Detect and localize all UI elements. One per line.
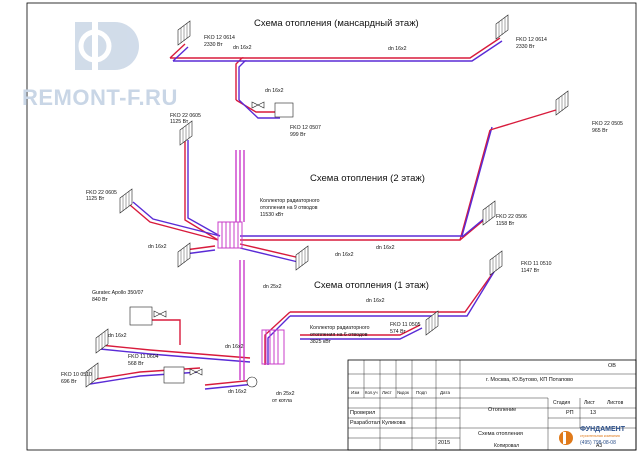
floor1-scheme-title: Схема отопления (1 этаж) [314,280,429,291]
sheet-value: 13 [590,410,597,416]
pipe-label: dn 16x2 [388,46,407,52]
brand-name: ФУНДАМЕНТ [580,426,625,433]
collector-floor2-line1: Коллектор радиаторного [260,198,320,204]
pipe-label: dn 16x2 [148,244,167,250]
title-block [347,359,637,451]
radiator-icon [177,242,191,268]
brand-subtitle: строительная компания [580,434,620,438]
radiator-power: 1125 Вт [86,196,105,202]
radiator-model: FKO 22 0505 [592,121,623,127]
attic-pipes [169,37,503,119]
valve-icon [189,368,203,376]
radiator-icon [119,188,133,214]
brand-phone: (495) 798-08-08 [580,440,616,446]
radiator-power: 2330 Вт [516,44,535,50]
radiator-power: 1125 Вт [170,119,189,125]
pipe-label: dn 16x2 [265,88,284,94]
radiator-power: 999 Вт [290,132,306,138]
developer-name: Куликова [382,420,406,426]
boiler-model: Guratec Apollo 350/07 [92,290,144,296]
copied-label: Копировал [494,443,520,449]
radiator-icon [425,310,439,336]
boiler-icon [129,306,153,326]
floor1-pipes [89,266,498,390]
radiator-model: FKO 10 0510 [61,372,92,378]
stage-value: РП [566,410,574,416]
floor2-pipes [129,126,493,263]
sheet-border [26,2,637,451]
radiator-model: FKO 12 0614 [516,37,547,43]
radiator-icon [555,90,569,116]
radiator-power: 574 Вт [390,329,406,335]
radiator-icon [495,14,509,40]
sheet-label: Лист [584,400,595,406]
pipe-label: dn 16x2 [228,389,247,395]
valve-icon [153,310,167,318]
radiator-power: 2330 Вт [204,42,223,48]
col-header: Подп [416,390,427,395]
collector-floor2 [217,150,245,249]
pipe-label: dn 16x2 [233,45,252,51]
col-header: Лист [382,390,392,395]
developed-label: Разработал [350,420,380,426]
collector-floor1-line3: 3825 кВт [310,339,331,345]
radiator-icon [274,102,294,118]
watermark-text: REMONT-F.RU [22,85,178,110]
watermark-logo [75,14,139,80]
stage-label: Стадия [553,400,571,406]
radiator-model: FKO 11 0604 [128,354,159,360]
collector-floor1-line1: Коллектор радиаторного [310,325,370,331]
section-name: Отопление [488,407,517,413]
doc-code: ОВ [608,363,616,369]
radiator-power: 568 Вт [128,361,144,367]
brand-logo [559,431,573,445]
radiator-model: FKO 22 0506 [496,214,527,220]
checked-label: Проверил [350,410,376,416]
radiator-model: FKO 12 0614 [204,35,235,41]
collector-floor1 [239,260,285,380]
col-header: №док [397,390,409,395]
pipe-label: dn 16x2 [366,298,385,304]
radiator-icon [482,200,496,226]
year: 2015 [438,440,451,446]
radiator-icon [489,250,503,276]
boiler-power: 840 Вт [92,297,108,303]
radiator-power: 1158 Вт [496,221,515,227]
radiator-icon [295,245,309,271]
pipe-label: dn 25x2 [263,284,282,290]
pipe-label: dn 16x2 [108,333,127,339]
col-header: Кол.уч [365,390,378,395]
address: г. Москва, Ю.Бутово, КП Потапово [486,377,574,383]
pump-icon [246,376,258,388]
radiator-icon [177,20,191,46]
col-header: Дата [440,390,450,395]
attic-scheme-title: Схема отопления (мансардный этаж) [254,18,419,29]
sheet-title: Схема отопления [478,431,523,437]
radiator-model: FKO 22 0605 [86,190,117,196]
collector-floor2-line3: 11530 кВт [260,212,284,218]
radiator-power: 696 Вт [61,379,77,385]
sheets-label: Листов [607,400,624,406]
radiator-power: 1147 Вт [521,268,540,274]
col-header: Изм [351,390,360,395]
radiator-icon [163,366,185,384]
pipe-label: dn 25x2 [276,391,295,397]
radiator-power: 965 Вт [592,128,608,134]
radiator-model: FKO 12 0507 [290,125,321,131]
pipe-label: dn 16x2 [225,344,244,350]
collector-floor1-line2: отопления на 6 отводов [310,332,368,338]
floor2-scheme-title: Схема отопления (2 этаж) [310,173,425,184]
pipe-label: dn 16x2 [376,245,395,251]
pipe-label: dn 16x2 [335,252,354,258]
format-label: А3 [596,443,603,449]
radiator-model: FKO 22 0605 [170,113,201,119]
valve-icon [251,101,265,109]
pipe-label-from-boiler: от котла [272,398,292,404]
collector-floor2-line2: отопления на 9 отводов [260,205,318,211]
radiator-model: FKO 11 0510 [521,261,552,267]
radiator-model: FKO 11 0505 [390,322,421,328]
